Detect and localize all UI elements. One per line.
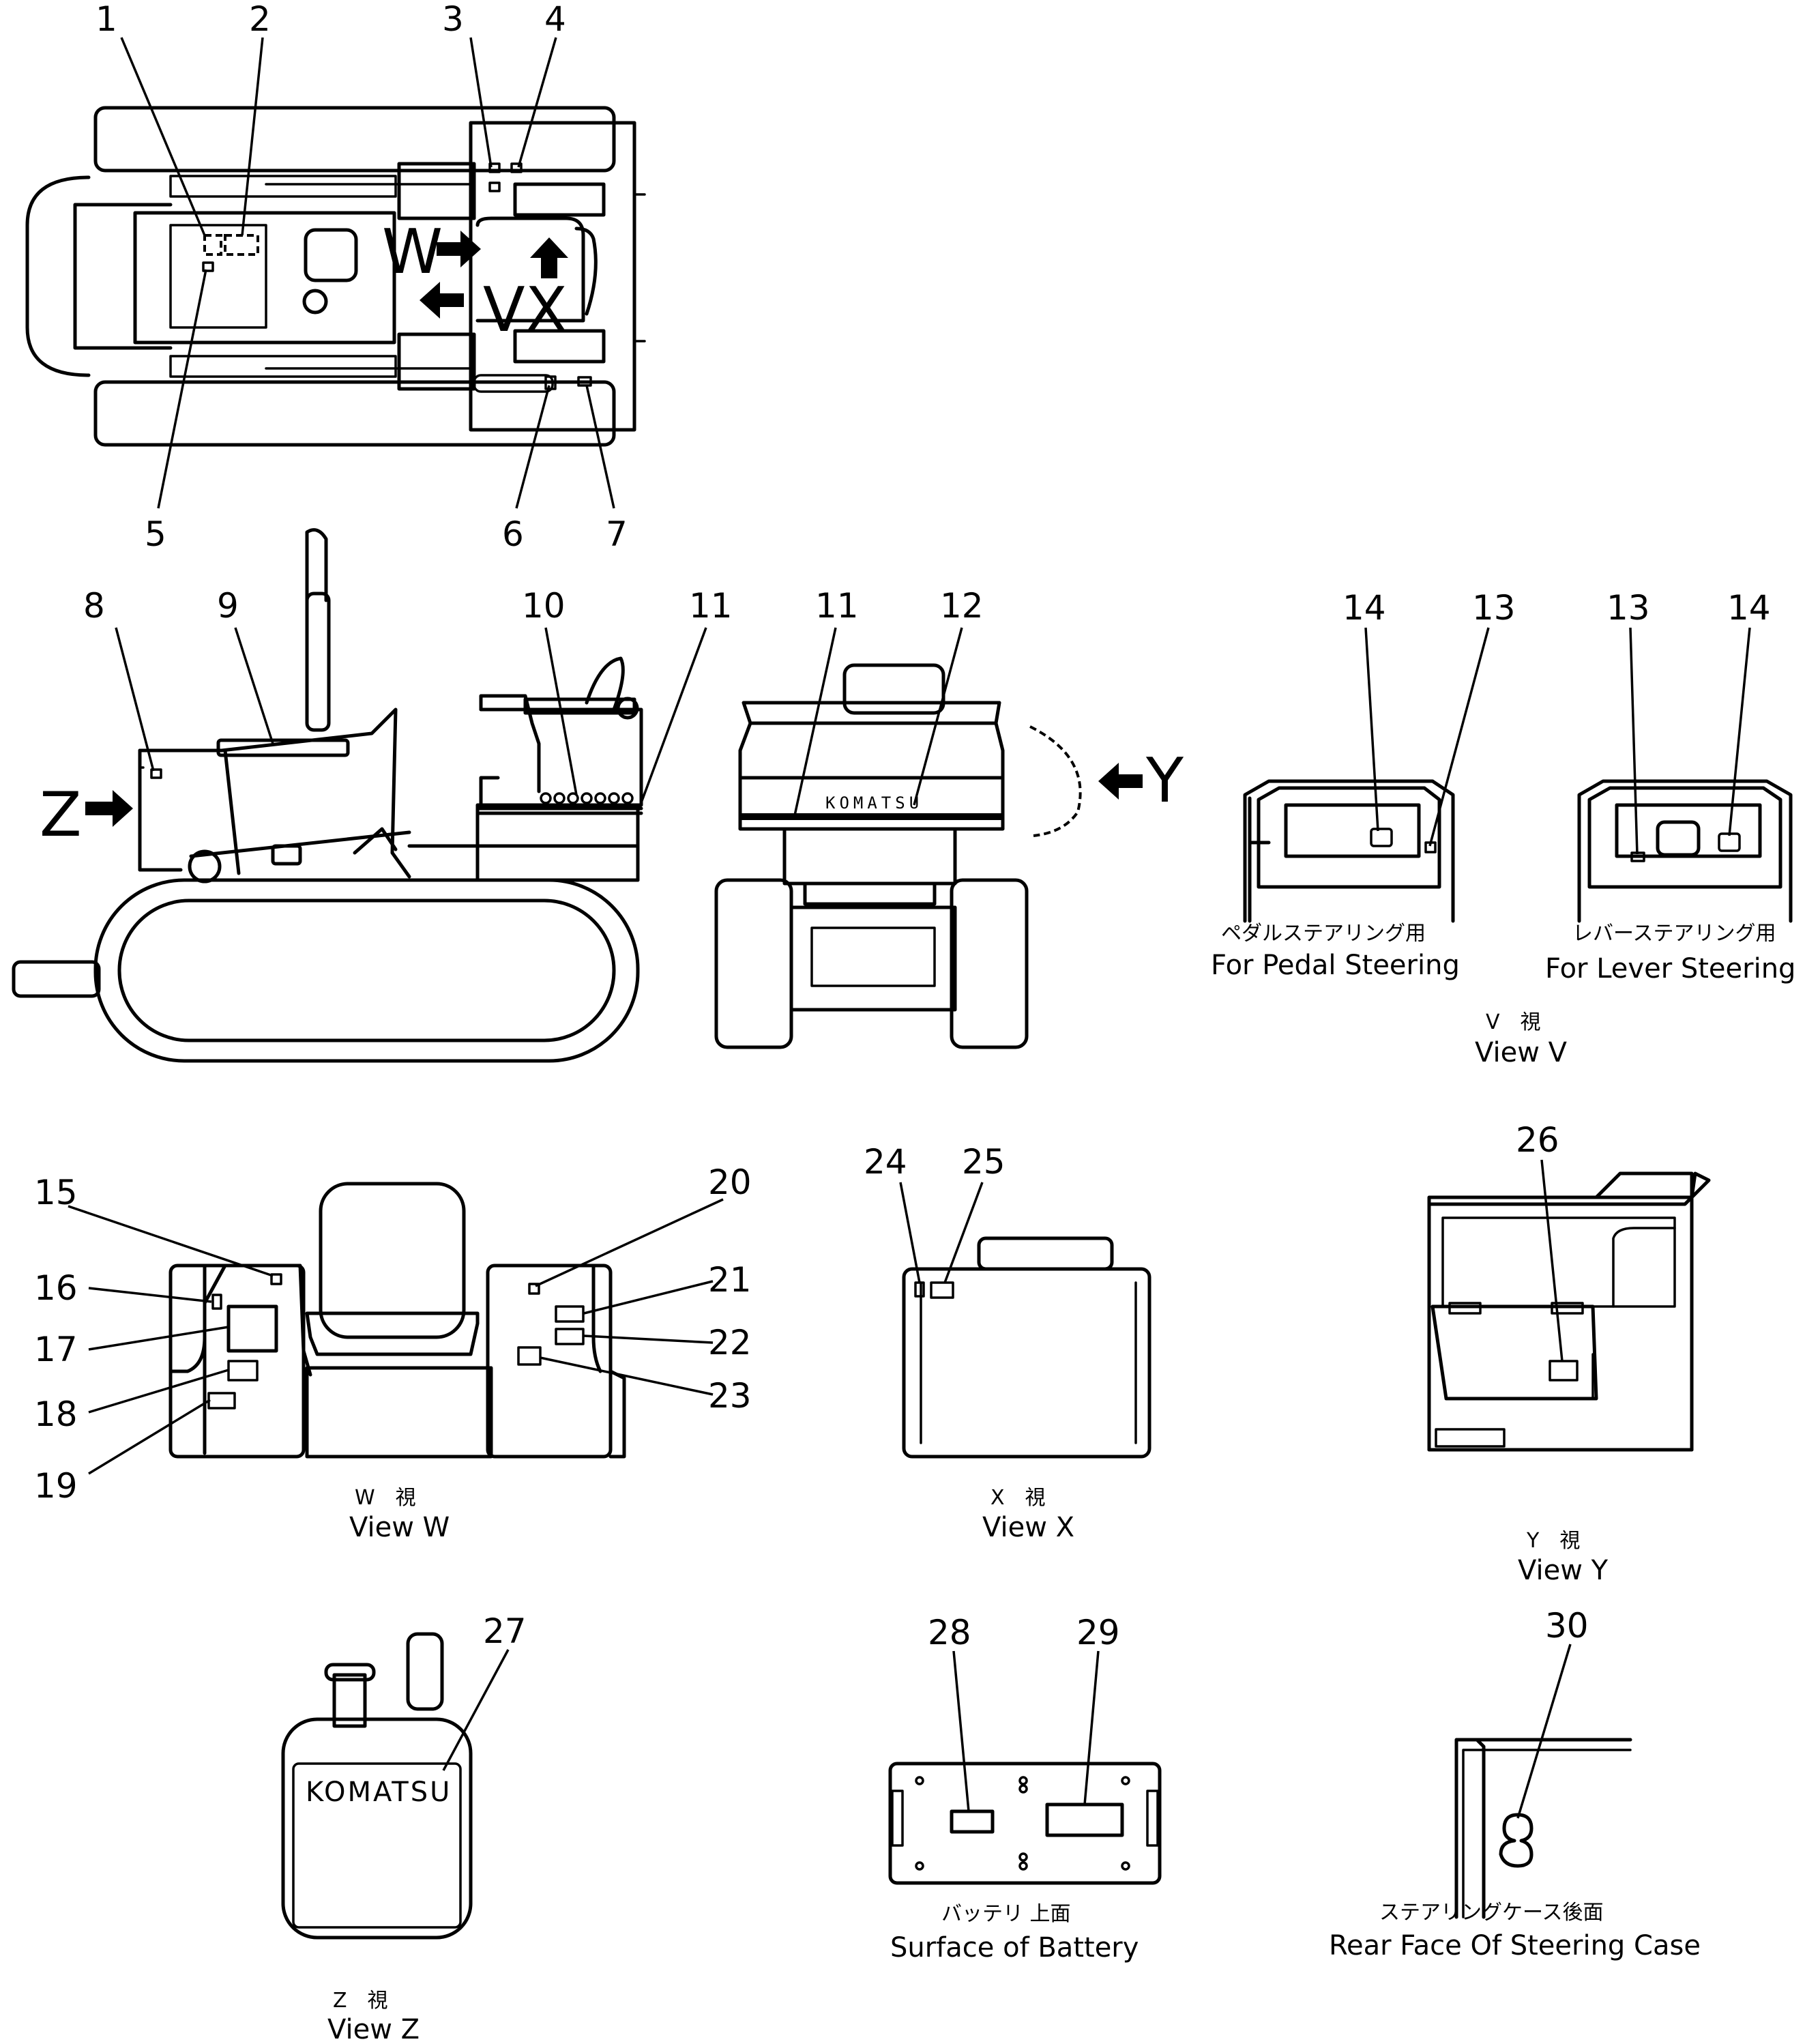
part-number: 23	[708, 1376, 752, 1416]
part-number: 29	[1076, 1613, 1120, 1652]
battery-caption-jp: バッテリ 上面	[941, 1902, 1071, 1926]
pedal-caption-jp: ペダルステアリング用	[1221, 922, 1426, 946]
part-number: 3	[442, 0, 464, 39]
part-number: 16	[34, 1268, 78, 1308]
part-number: 2	[249, 0, 271, 39]
battery-caption-en: Surface of Battery	[890, 1932, 1139, 1963]
part-number: 11	[689, 586, 733, 626]
view-z-caption-en: View Z	[327, 2014, 420, 2044]
part-number: 6	[502, 514, 524, 554]
view-v-caption-en: View V	[1475, 1037, 1568, 1068]
part-number: 5	[145, 514, 166, 554]
part-number: 10	[522, 586, 566, 626]
view-w-label: W	[382, 216, 443, 288]
view-z: KOMATSU	[281, 1632, 473, 1940]
part-number: 8	[83, 586, 105, 626]
part-number: 11	[815, 586, 859, 626]
part-number: 17	[34, 1330, 78, 1369]
part-number: 22	[708, 1323, 752, 1362]
part-number: 4	[544, 0, 566, 39]
part-number: 18	[34, 1395, 78, 1434]
part-number: 19	[34, 1466, 78, 1506]
view-x-label: X	[525, 274, 568, 346]
view-y-caption-jp: Y 視	[1526, 1529, 1580, 1553]
view-v-label: V	[483, 274, 525, 346]
part-number: 21	[708, 1260, 752, 1300]
view-w-caption-jp: W 視	[355, 1486, 416, 1510]
leader-lines	[68, 37, 1751, 1819]
part-number: 13	[1606, 588, 1650, 628]
part-number: 24	[864, 1142, 907, 1182]
view-z-caption-jp: Z 視	[333, 1989, 388, 2013]
side-view: Z	[12, 528, 643, 1063]
rear-brand-text: KOMATSU	[306, 1777, 452, 1808]
part-number: 7	[606, 514, 628, 554]
part-number: 12	[940, 586, 984, 626]
view-y-caption-en: View Y	[1518, 1555, 1609, 1586]
part-number: 14	[1342, 588, 1386, 628]
pedal-caption-en: For Pedal Steering	[1211, 950, 1460, 981]
captions: ペダルステアリング用 For Pedal Steering レバーステアリング用…	[327, 922, 1795, 2044]
part-number: 27	[483, 1611, 527, 1651]
view-y	[1427, 1171, 1711, 1452]
view-z-label: Z	[40, 779, 82, 851]
lever-caption-jp: レバーステアリング用	[1572, 922, 1776, 946]
part-number: 26	[1516, 1120, 1559, 1160]
view-x-caption-jp: X 視	[990, 1486, 1046, 1510]
part-number: 14	[1727, 588, 1771, 628]
part-numbers: 1 2 3 4 5 6 7 8 9 10 11 11 12 14 13 13 1…	[34, 0, 1771, 1652]
top-view: W V X	[25, 106, 646, 447]
part-number: 28	[928, 1613, 971, 1652]
front-view: KOMATSU Y	[714, 663, 1184, 1049]
view-x-caption-en: View X	[982, 1512, 1074, 1543]
steering-case-caption-jp: ステアリングケース後面	[1379, 1901, 1604, 1925]
part-number: 25	[962, 1142, 1006, 1182]
lever-caption-en: For Lever Steering	[1545, 953, 1795, 984]
view-v-caption-jp: V 視	[1486, 1010, 1541, 1034]
steering-case-view	[1454, 1738, 1632, 1919]
view-w-caption-en: View W	[349, 1512, 450, 1543]
part-number: 9	[217, 586, 239, 626]
view-y-label: Y	[1145, 745, 1184, 817]
battery-view	[888, 1762, 1162, 1885]
view-x	[902, 1236, 1151, 1459]
part-number: 1	[96, 0, 117, 39]
view-w	[168, 1182, 626, 1459]
part-number: 20	[708, 1163, 752, 1202]
part-number: 15	[34, 1173, 78, 1212]
front-brand-text: KOMATSU	[825, 793, 923, 813]
steering-case-caption-en: Rear Face Of Steering Case	[1329, 1930, 1701, 1961]
part-number: 30	[1545, 1606, 1589, 1646]
part-number: 13	[1472, 588, 1516, 628]
view-v	[1243, 779, 1793, 923]
